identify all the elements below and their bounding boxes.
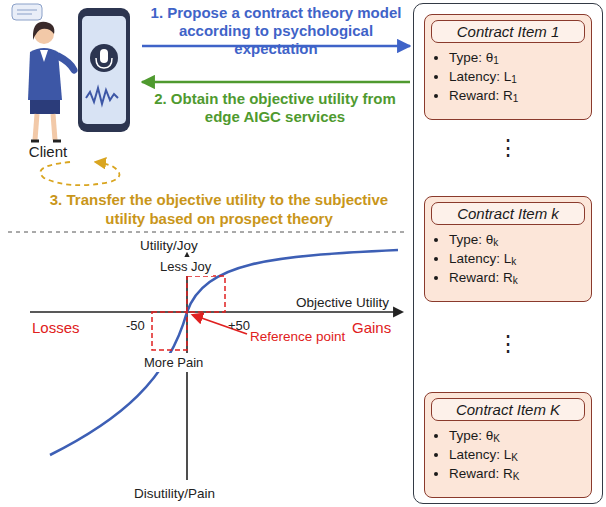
annotation: More Pain <box>142 353 205 372</box>
item-title: Contract Item 1 <box>431 20 585 43</box>
tick-label: +50 <box>228 316 250 335</box>
item-field: Reward: R1 <box>449 86 585 105</box>
item-fields: Type: θ1Latency: L1Reward: R1 <box>431 48 585 105</box>
loop-arrow <box>40 162 119 185</box>
divider-dash <box>8 232 408 233</box>
step-label: 3. Transfer the objective utility to the… <box>30 190 408 228</box>
item-title: Contract Item K <box>431 398 585 421</box>
region-label: Losses <box>32 318 80 337</box>
contract-item: Contract Item K Type: θKLatency: LKReward… <box>424 392 592 498</box>
ellipsis-dots: ⋮ <box>414 332 602 356</box>
item-field: Latency: L1 <box>449 67 585 86</box>
contract-item: Contract Item 1 Type: θ1Latency: L1Reward… <box>424 14 592 120</box>
item-field: Reward: RK <box>449 464 585 483</box>
tick-label: -50 <box>126 316 145 335</box>
axis-title: Disutility/Pain <box>134 484 215 503</box>
step-label: 2. Obtain the objective utility from edg… <box>150 90 400 126</box>
loss-box <box>152 312 187 350</box>
flow-arrow <box>142 81 410 83</box>
item-field: Type: θK <box>449 426 585 445</box>
item-fields: Type: θKLatency: LKReward: RK <box>431 426 585 483</box>
item-fields: Type: θkLatency: LkReward: Rk <box>431 230 585 287</box>
item-field: Reward: Rk <box>449 268 585 287</box>
client-figure <box>12 4 74 141</box>
gain-box <box>187 276 225 312</box>
region-label: Gains <box>352 318 391 337</box>
client-label: Client <box>0 143 96 160</box>
annotation: Reference point <box>250 327 345 346</box>
item-field: Latency: Lk <box>449 249 585 268</box>
item-field: Latency: LK <box>449 445 585 464</box>
contract-panel: ⋮⋮Contract Item 1Type: θ1Latency: L1Rewa… <box>413 3 603 504</box>
client-node: Client <box>0 0 140 160</box>
ellipsis-dots: ⋮ <box>414 136 602 160</box>
axis-title: Objective Utility <box>296 293 389 312</box>
phone-icon <box>78 8 130 132</box>
item-field: Type: θ1 <box>449 48 585 67</box>
item-field: Type: θk <box>449 230 585 249</box>
annotation: Less Joy <box>158 257 213 276</box>
contract-item: Contract Item k Type: θkLatency: LkReward… <box>424 196 592 302</box>
step-label: 1. Propose a contract theory model accor… <box>142 4 410 58</box>
value-curve <box>50 250 398 455</box>
item-title: Contract Item k <box>431 202 585 225</box>
axis-title: Utility/Joy <box>140 236 198 255</box>
